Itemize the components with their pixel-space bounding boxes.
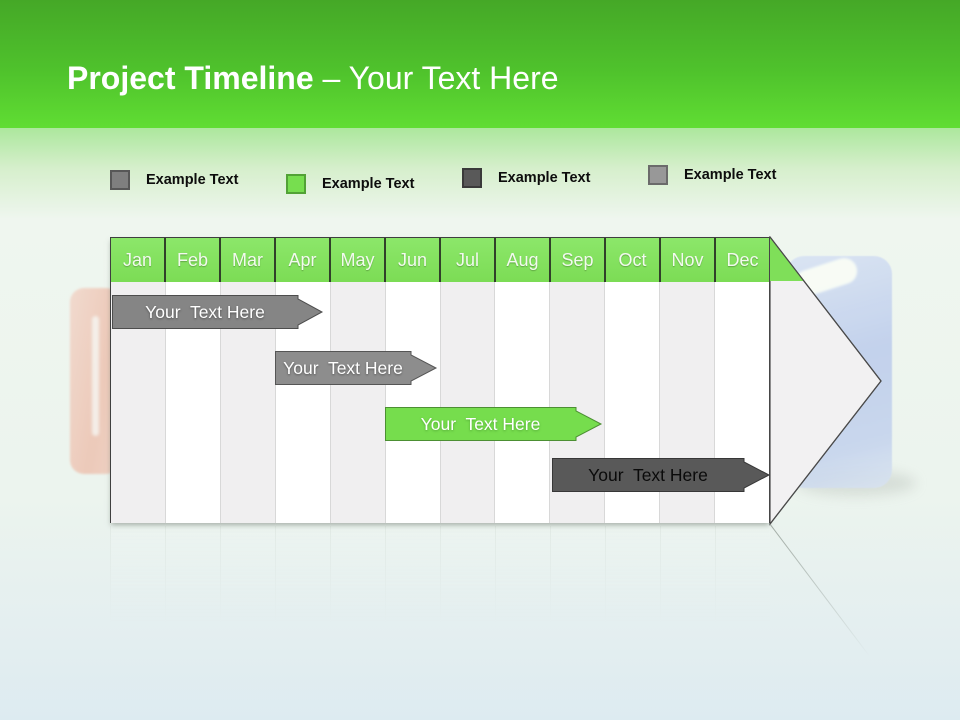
legend-swatch-green [286,174,306,194]
legend-swatch-midgray [648,165,668,185]
gantt-bar-shape [385,407,603,441]
legend-label: Example Text [322,176,415,192]
month-cell-sep: Sep [551,238,606,282]
month-cell-apr: Apr [276,238,331,282]
page-title[interactable]: Project Timeline – Your Text Here [67,60,559,96]
gantt-bar-shape [275,351,438,385]
timeline-arrow-head [769,236,882,526]
grid-column [495,282,551,523]
month-cell-jul: Jul [441,238,496,282]
legend-label: Example Text [498,170,591,186]
month-cell-nov: Nov [661,238,716,282]
grid-column [440,282,496,523]
title-placeholder-text: – Your Text Here [322,60,559,96]
table-reflection [110,526,770,656]
header-green-band [0,0,960,128]
arrow-head-outline [769,236,882,525]
month-cell-jan: Jan [111,238,166,282]
month-header-row: Jan Feb Mar Apr May Jun Jul Aug Sep Oct … [111,238,769,282]
gantt-bar-1[interactable]: Your Text Here [112,295,324,329]
gantt-bar-label[interactable]: Your Text Here [420,414,541,434]
month-cell-mar: Mar [221,238,276,282]
gantt-bar-shape [552,458,771,492]
legend-item-2[interactable]: Example Text [286,174,414,194]
legend-swatch-darkgray [462,168,482,188]
gantt-bar-label[interactable]: Your Text Here [588,465,708,485]
gantt-bar-4[interactable]: Your Text Here [552,458,771,492]
gantt-bar-shape [112,295,324,329]
gantt-bar-label[interactable]: Your Text Here [283,358,403,378]
month-cell-jun: Jun [386,238,441,282]
gantt-bar-3[interactable]: Your Text Here [385,407,603,441]
gantt-bar-label[interactable]: Your Text Here [145,302,265,322]
legend-item-1[interactable]: Example Text [110,170,238,190]
title-bold-text: Project Timeline [67,60,314,96]
month-cell-feb: Feb [166,238,221,282]
month-cell-dec: Dec [716,238,769,282]
legend-item-3[interactable]: Example Text [462,168,590,188]
gantt-bar-2[interactable]: Your Text Here [275,351,438,385]
month-cell-oct: Oct [606,238,661,282]
legend-label: Example Text [146,172,239,188]
month-cell-aug: Aug [496,238,551,282]
grid-column [385,282,441,523]
month-cell-may: May [331,238,386,282]
legend-label: Example Text [684,167,777,183]
legend-swatch-gray [110,170,130,190]
legend-item-4[interactable]: Example Text [648,165,776,185]
grid-column [330,282,386,523]
